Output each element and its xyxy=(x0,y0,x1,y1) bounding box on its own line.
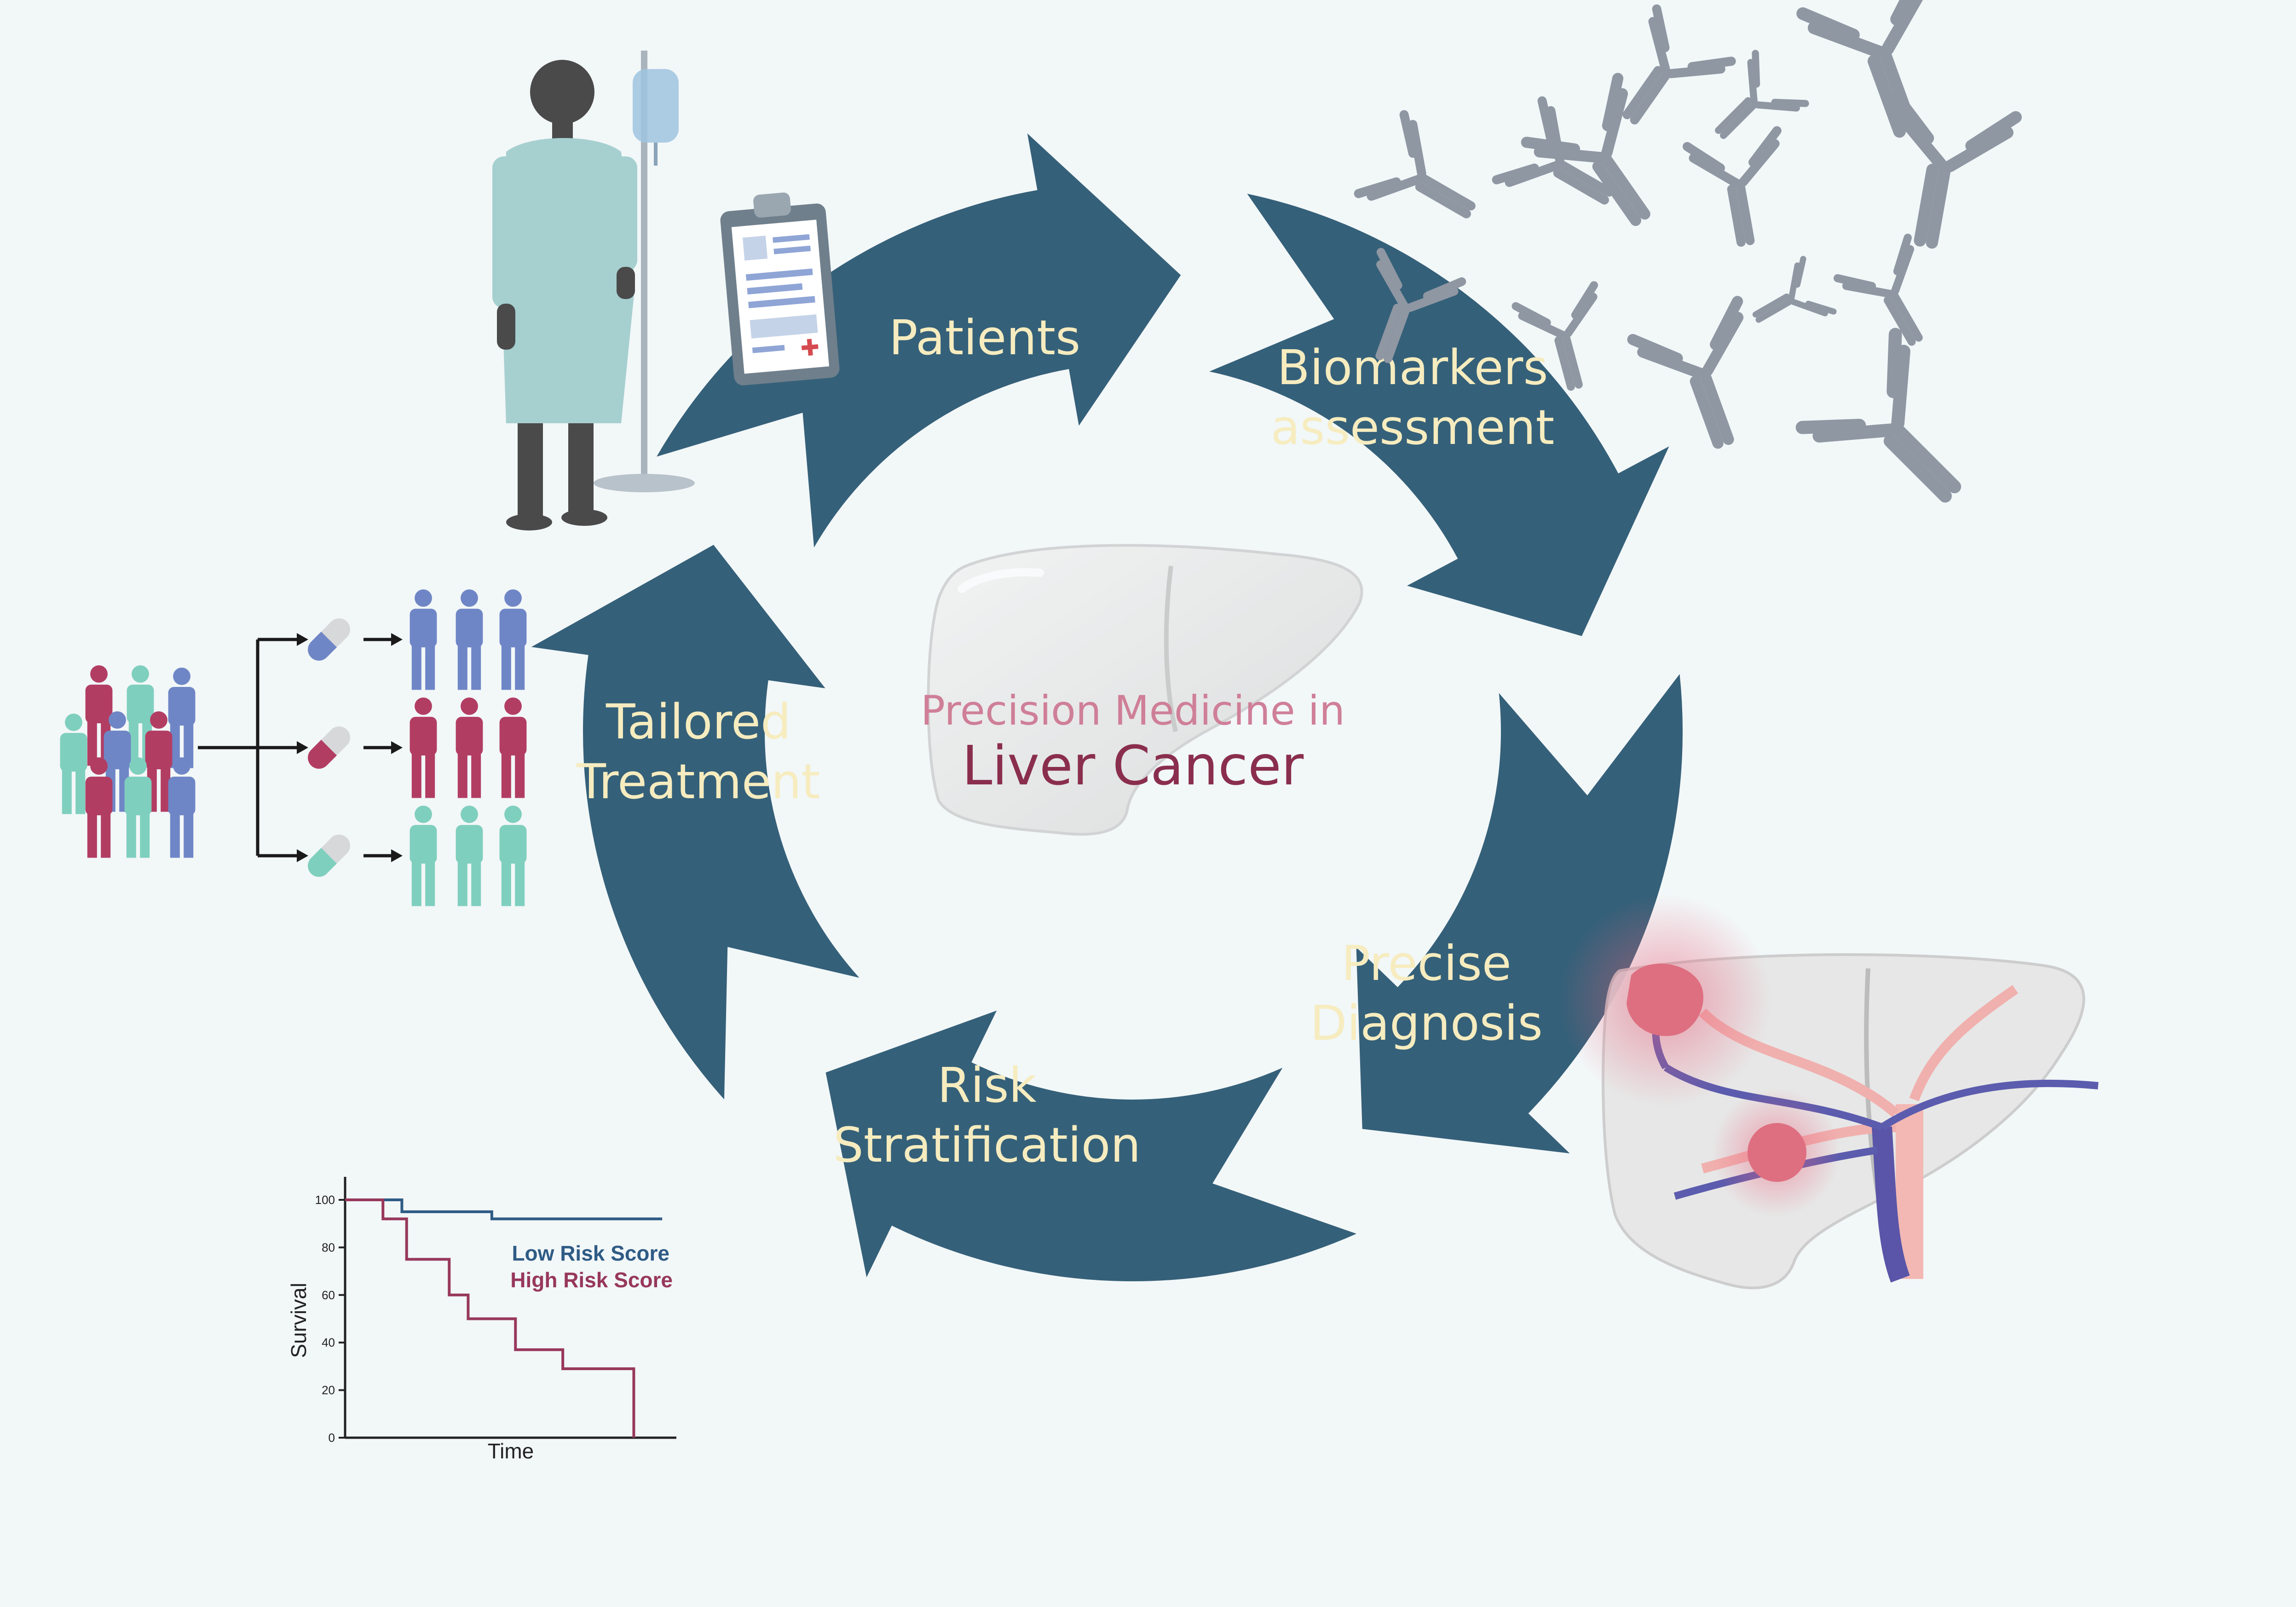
antibody-icon xyxy=(1521,73,1650,226)
liver-tumor-icon xyxy=(1560,895,2099,1290)
antibody-icon xyxy=(1511,281,1598,391)
person-icon xyxy=(499,589,527,690)
chart-y-tick-label: 100 xyxy=(315,1193,335,1207)
chart-y-tick-label: 20 xyxy=(322,1383,335,1397)
person-icon xyxy=(499,697,527,798)
antibody-icon-group xyxy=(1354,0,2022,503)
person-icon xyxy=(456,806,483,906)
step-biomarkers-label-line1: Biomarkers xyxy=(1277,340,1548,396)
antibody-icon xyxy=(1715,50,1809,139)
step-risk-label-line2: Stratification xyxy=(833,1117,1141,1173)
antibody-icon xyxy=(1375,248,1466,363)
chart-y-tick-label: 60 xyxy=(322,1288,335,1302)
person-icon xyxy=(168,757,196,858)
cycle-arrows xyxy=(531,133,1683,1282)
cycle-arrow-biomarkers xyxy=(1209,194,1669,636)
person-icon xyxy=(410,697,437,798)
step-diagnosis-label-line2: Diagnosis xyxy=(1310,995,1543,1051)
person-icon xyxy=(456,697,483,798)
center-title-line2: Liver Cancer xyxy=(962,734,1304,797)
cycle-arrow-patients xyxy=(657,133,1181,547)
step-risk-label-line1: Risk xyxy=(937,1057,1037,1113)
antibody-icon xyxy=(1492,96,1614,205)
cycle-arrow-risk xyxy=(825,1010,1357,1282)
chart-axes xyxy=(344,1177,676,1439)
chart-y-tick-label: 40 xyxy=(322,1336,335,1349)
patient-iv-icon xyxy=(492,51,695,530)
antibody-icon xyxy=(1354,110,1476,219)
person-icon xyxy=(168,668,196,768)
person-icon xyxy=(456,589,483,690)
step-biomarkers-label-line2: assessment xyxy=(1271,399,1554,455)
person-icon xyxy=(85,757,113,858)
person-icon xyxy=(124,757,152,858)
chart-y-tick-label: 0 xyxy=(329,1431,335,1445)
chart-series xyxy=(345,1198,663,1438)
clipboard-icon xyxy=(720,192,840,386)
antibody-icon xyxy=(1890,90,2022,249)
legend-low-risk: Low Risk Score xyxy=(512,1241,669,1265)
treatment-stratification-scheme xyxy=(60,589,527,906)
step-treatment-label-line2: Treatment xyxy=(576,754,820,810)
pill-capsule-icon xyxy=(308,835,350,877)
pill-capsule-icon xyxy=(308,618,350,661)
step-patients-label: Patients xyxy=(889,310,1080,366)
cycle-arrow-treatment xyxy=(531,545,860,1100)
person-icon xyxy=(410,589,437,690)
legend-high-risk: High Risk Score xyxy=(510,1268,673,1292)
chart-y-tick-label: 80 xyxy=(322,1240,335,1254)
person-icon xyxy=(60,714,87,814)
survival-chart: 0 20 40 60 80 100 Time Survival Low Risk Scor… xyxy=(287,1177,676,1463)
step-treatment-label-line1: Tailored xyxy=(606,694,791,750)
cycle-arrow-diagnosis xyxy=(1356,674,1683,1153)
antibody-icon xyxy=(1796,0,1929,138)
chart-series-line-low-risk xyxy=(345,1198,663,1221)
center-title-line1: Precision Medicine in xyxy=(921,687,1345,734)
antibody-icon xyxy=(1682,126,1782,247)
antibody-icon xyxy=(1752,256,1837,323)
person-icon xyxy=(499,806,527,906)
pill-capsule-icon xyxy=(308,726,350,769)
chart-ylabel: Survival xyxy=(287,1283,311,1358)
antibody-icon xyxy=(1622,4,1736,125)
chart-xlabel: Time xyxy=(488,1439,534,1463)
antibody-icon xyxy=(1833,233,1923,346)
chart-series-line-high-risk xyxy=(345,1198,635,1438)
liver-icon xyxy=(927,544,1363,836)
person-icon xyxy=(410,806,437,906)
chart-y-ticks: 0 20 40 60 80 100 xyxy=(315,1193,345,1445)
antibody-icon xyxy=(1627,296,1744,449)
step-diagnosis-label-line1: Precise xyxy=(1341,935,1511,991)
antibody-icon xyxy=(1795,328,1961,503)
